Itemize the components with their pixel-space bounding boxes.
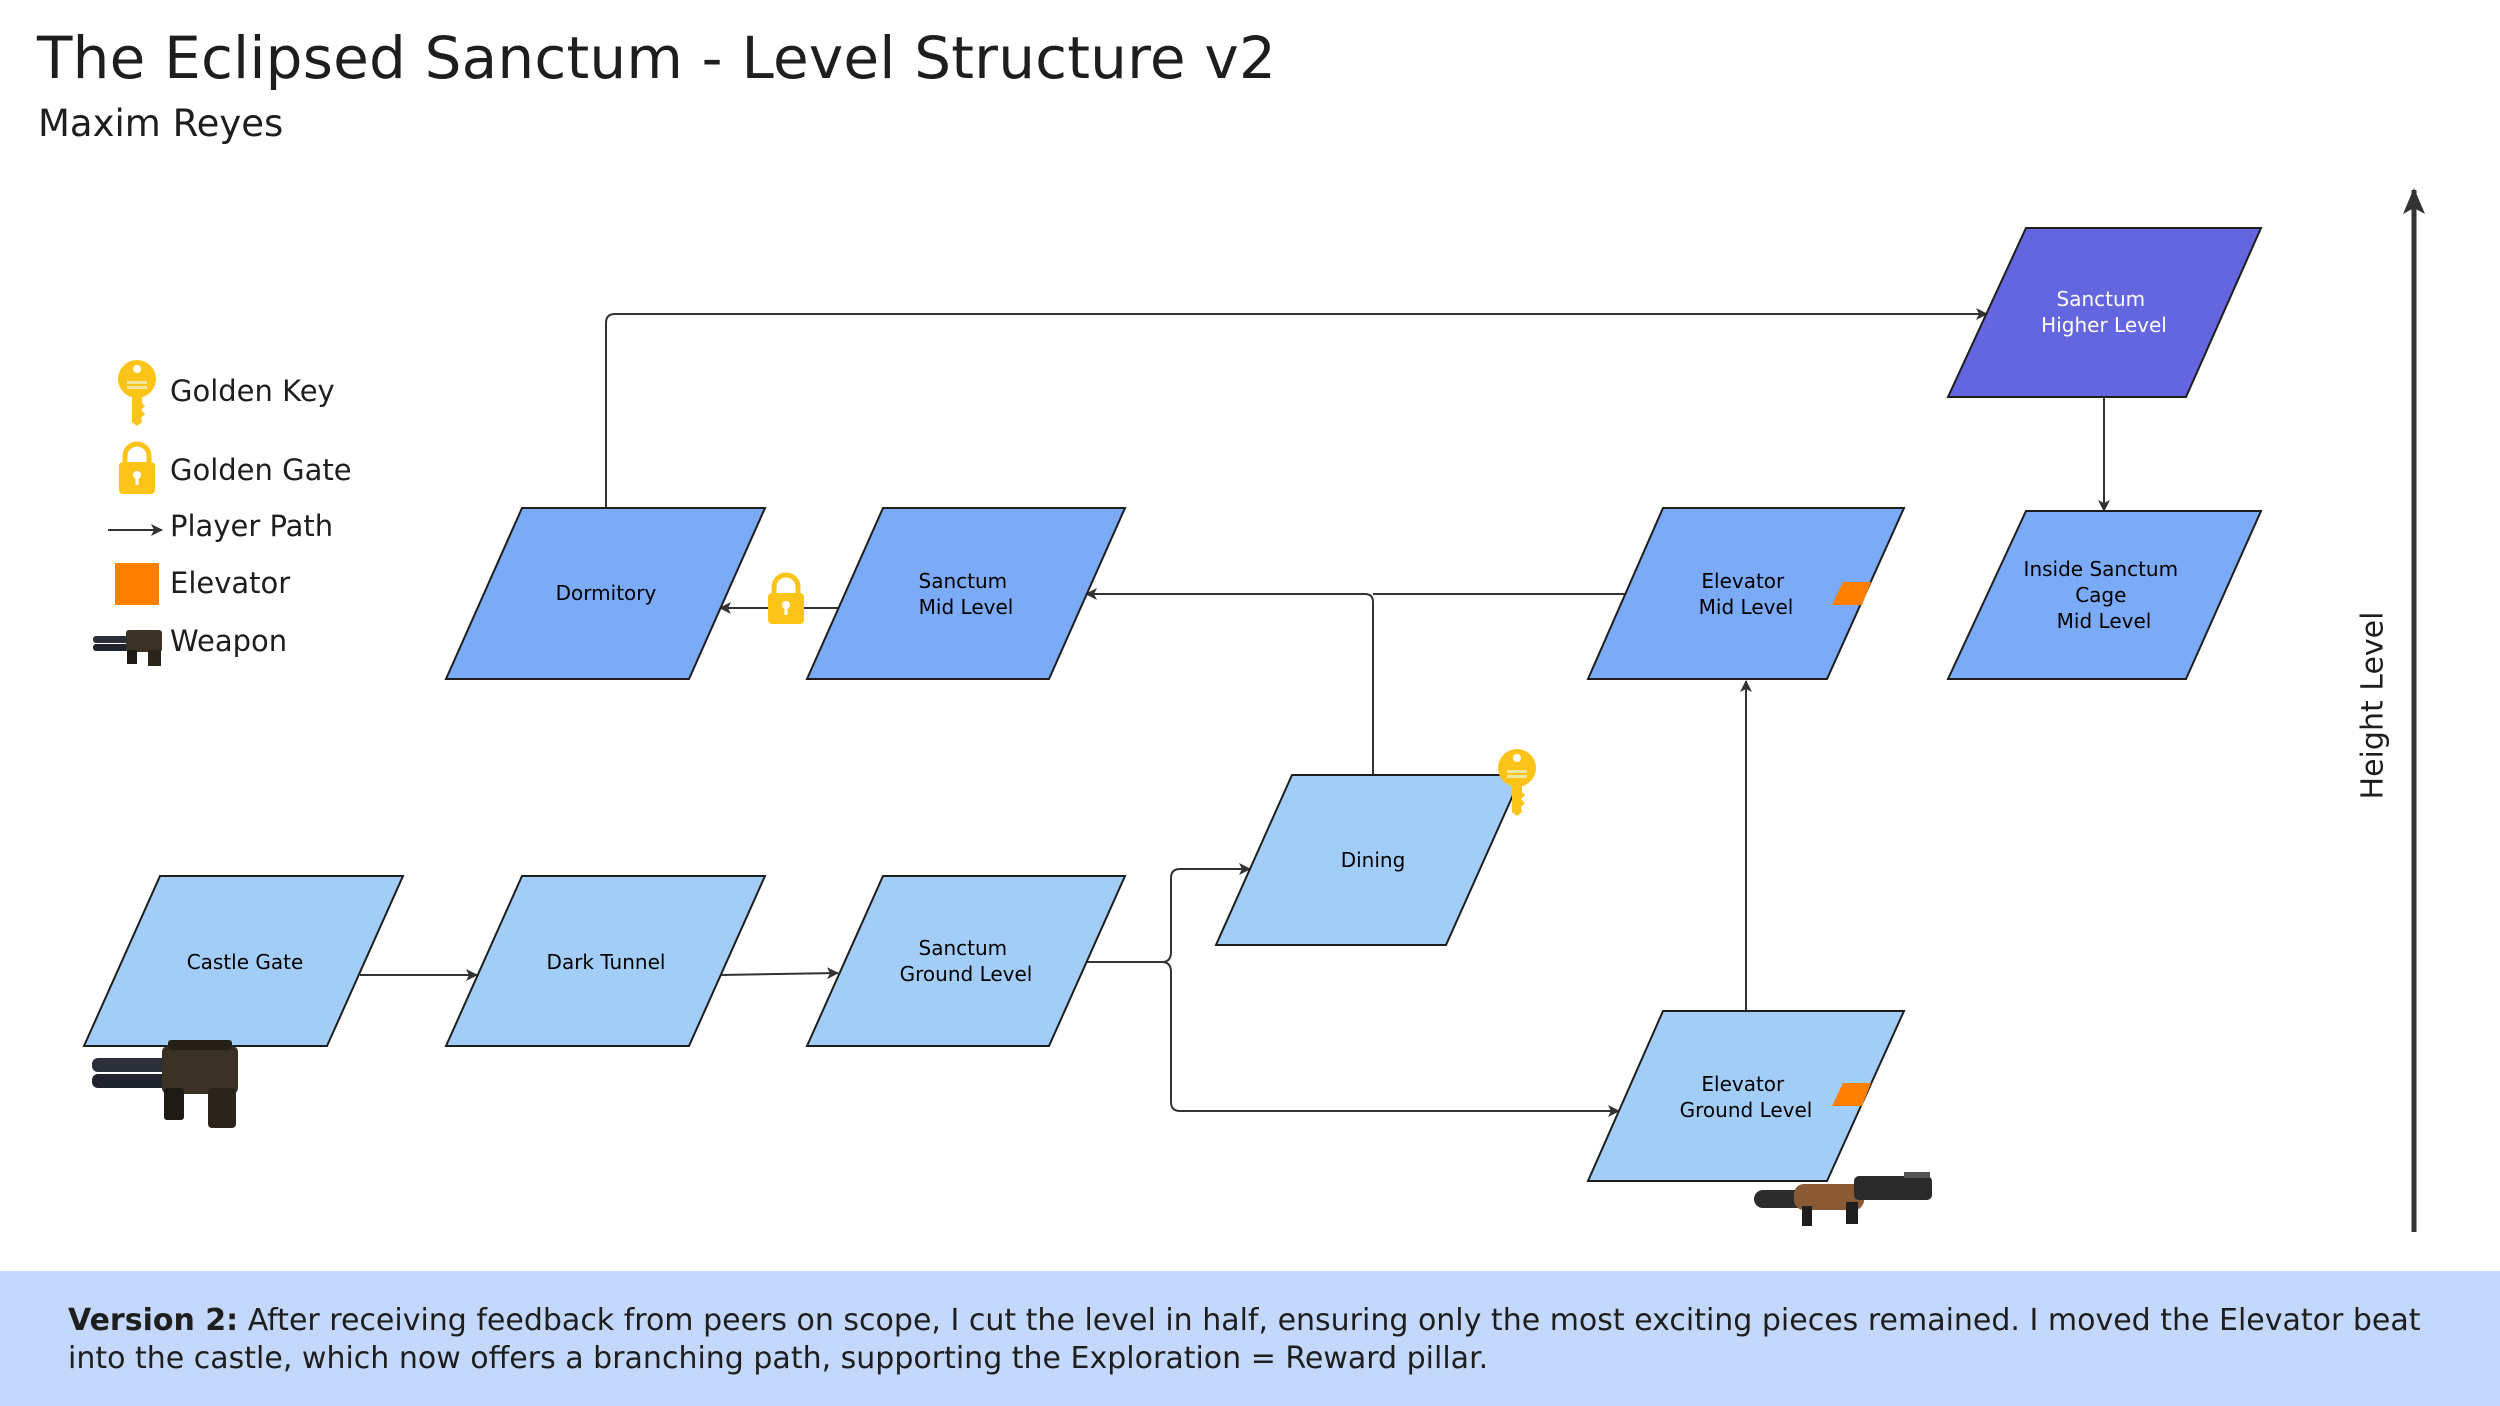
version-label: Version 2:: [68, 1303, 239, 1338]
node-label-line: Elevator: [1701, 1072, 1785, 1096]
node-label: Dark Tunnel: [547, 950, 666, 974]
elevator-marker-ground: [1832, 1083, 1871, 1106]
legend-golden-key-icon: [118, 360, 156, 426]
node-label: Dormitory: [556, 581, 657, 605]
node-label-line: Sanctum: [2057, 287, 2146, 311]
node-castle-gate: Castle Gate: [82, 875, 405, 1047]
node-label-line: Ground Level: [900, 962, 1033, 986]
node-label: Sanctum Mid Level: [919, 569, 1014, 619]
node-label-line: Sanctum: [919, 569, 1008, 593]
node-dining: Dining: [1214, 774, 1524, 946]
node-label-line: Cage: [2075, 583, 2126, 607]
legend-weapon-icon: [93, 630, 162, 666]
node-inside-sanctum-cage: Inside Sanctum Cage Mid Level: [1946, 510, 2263, 680]
node-dark-tunnel: Dark Tunnel: [444, 875, 767, 1047]
node-label-line: Mid Level: [2057, 609, 2152, 633]
path-dormitory-to-sanctum-higher: [605, 308, 1988, 508]
node-dormitory: Dormitory: [444, 507, 767, 680]
node-sanctum-higher-level: Sanctum Higher Level: [1946, 227, 2263, 398]
node-sanctum-ground-level: Sanctum Ground Level: [805, 875, 1127, 1047]
node-label-line: Ground Level: [1680, 1098, 1813, 1122]
path-dark-tunnel-to-sanctum-ground: [720, 967, 839, 980]
version-description: After receiving feedback from peers on s…: [68, 1303, 2421, 1376]
path-dining-to-sanctum-mid: [1085, 588, 1374, 775]
weapon-icon: [92, 1040, 238, 1128]
node-label: Sanctum Ground Level: [900, 936, 1033, 986]
legend-weapon-label: Weapon: [170, 624, 288, 658]
node-label-line: Mid Level: [919, 595, 1014, 619]
node-label-line: Dining: [1341, 848, 1406, 872]
node-label-line: Dormitory: [556, 581, 657, 605]
node-label-line: Dark Tunnel: [547, 950, 666, 974]
author-name: Maxim Reyes: [38, 102, 284, 145]
node-label: Sanctum Higher Level: [2041, 287, 2167, 337]
node-label-line: Castle Gate: [187, 950, 304, 974]
legend-elevator-label: Elevator: [170, 566, 291, 600]
height-axis-label: Height Level: [2355, 611, 2391, 800]
elevator-marker-mid: [1832, 582, 1871, 605]
weapon-icon: [1754, 1172, 1932, 1226]
node-label-line: Sanctum: [919, 936, 1008, 960]
golden-gate-lock-icon: [768, 572, 804, 624]
node-label: Inside Sanctum Cage Mid Level: [2024, 557, 2185, 633]
node-sanctum-mid-level: Sanctum Mid Level: [805, 507, 1127, 680]
legend-golden-gate-icon: [119, 441, 155, 494]
node-elevator-ground-level: Elevator Ground Level: [1586, 1010, 1906, 1182]
version-notes-banner: Version 2: After receiving feedback from…: [0, 1271, 2500, 1406]
node-label-line: Higher Level: [2041, 313, 2167, 337]
node-label: Elevator Mid Level: [1699, 569, 1794, 619]
golden-key-icon: [1498, 749, 1536, 816]
legend-golden-key-label: Golden Key: [170, 374, 335, 408]
node-label-line: Elevator: [1701, 569, 1785, 593]
legend-player-path-label: Player Path: [170, 509, 334, 543]
node-label: Castle Gate: [187, 950, 304, 974]
node-label-line: Mid Level: [1699, 595, 1794, 619]
node-label-line: Inside Sanctum: [2024, 557, 2179, 581]
legend-elevator-swatch: [115, 563, 159, 605]
node-elevator-mid-level: Elevator Mid Level: [1586, 507, 1906, 680]
node-label: Elevator Ground Level: [1680, 1072, 1813, 1122]
path-sanctum-ground-to-elevator-ground: [1161, 961, 1620, 1117]
page-title: The Eclipsed Sanctum - Level Structure v…: [37, 24, 1277, 92]
legend-golden-gate-label: Golden Gate: [170, 453, 352, 487]
node-label: Dining: [1341, 848, 1406, 872]
